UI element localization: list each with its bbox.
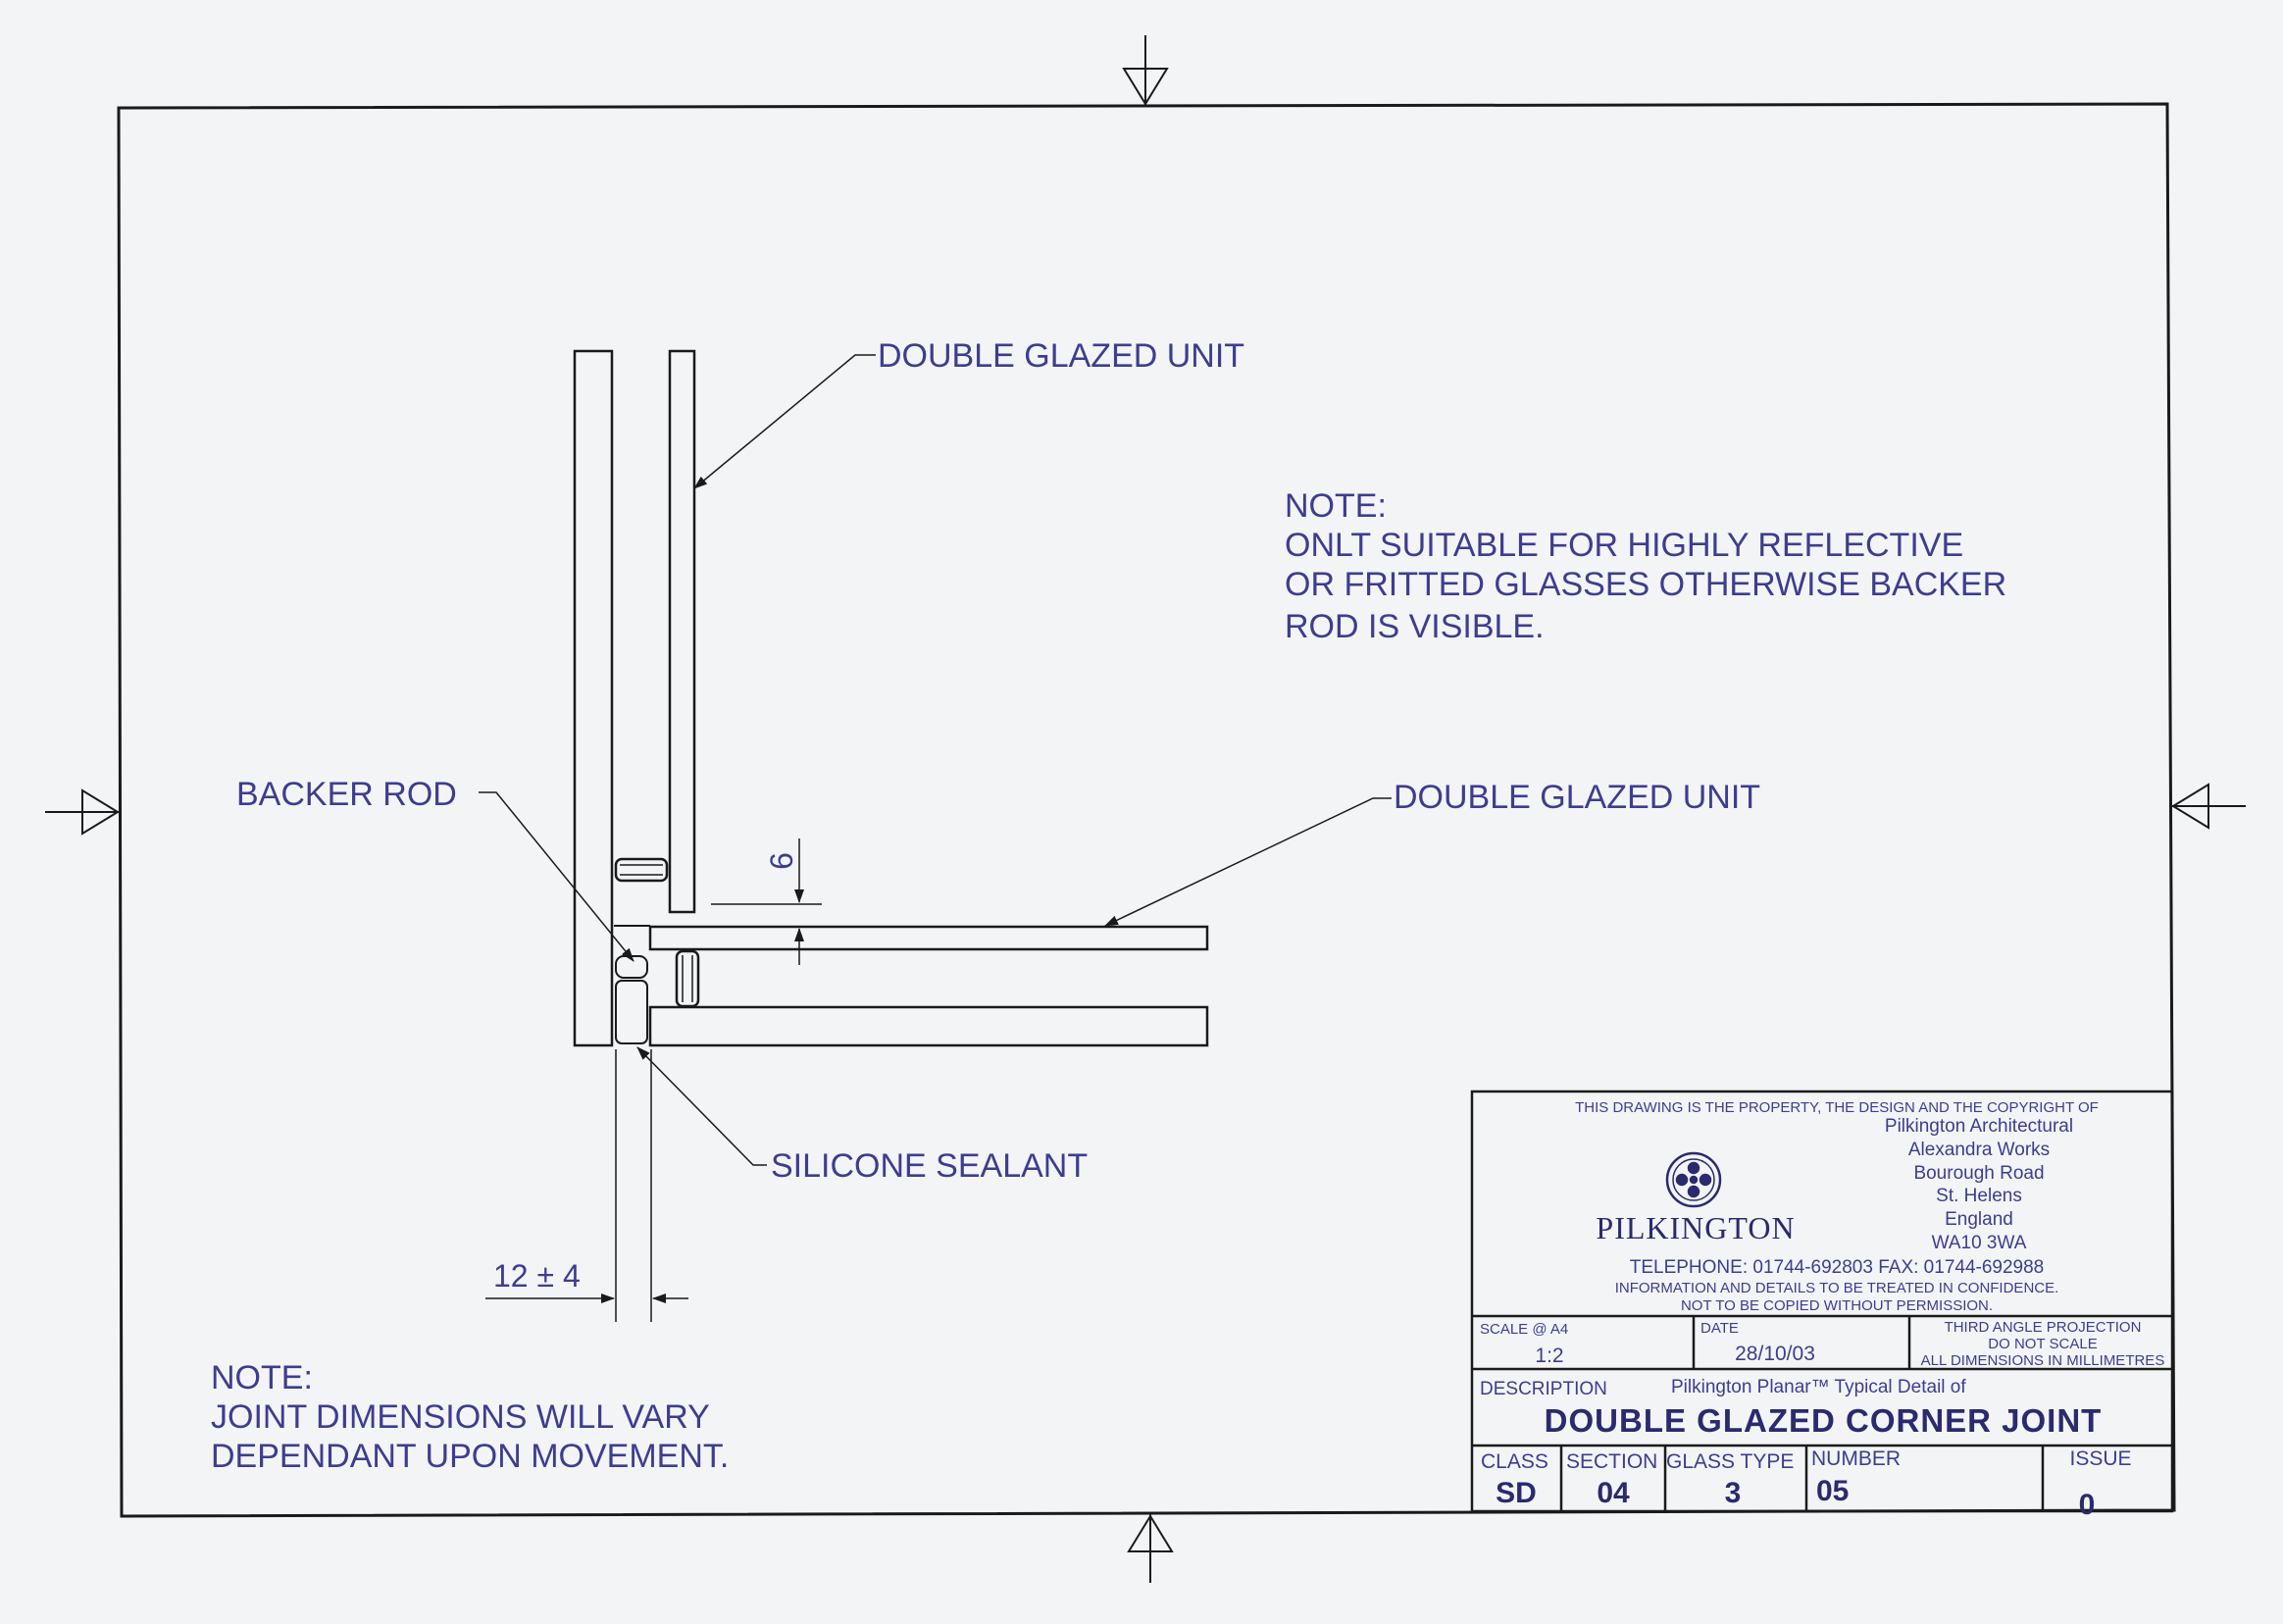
date-value: 28/10/03 [1735, 1343, 1815, 1365]
centering-mark-bottom [1127, 1514, 1174, 1583]
title-block: THIS DRAWING IS THE PROPERTY, THE DESIGN… [1470, 1090, 2174, 1521]
svg-text:CLASS: CLASS [1481, 1450, 1548, 1473]
silicone-sealant [615, 980, 648, 1044]
glass-type-value: 3 [1725, 1477, 1742, 1509]
svg-text:DESCRIPTION: DESCRIPTION [1480, 1379, 1607, 1399]
company-name: PILKINGTON [1596, 1210, 1795, 1245]
company-address: Pilkington Architectural Alexandra Works… [1885, 1116, 2073, 1253]
svg-text:ROD IS VISIBLE.: ROD IS VISIBLE. [1285, 608, 1545, 645]
vertical-inner-pane [668, 349, 696, 914]
svg-text:SECTION: SECTION [1566, 1450, 1657, 1473]
label-dgu-top: DOUBLE GLAZED UNIT [878, 337, 1244, 375]
svg-text:OR FRITTED GLASSES OTHERWISE B: OR FRITTED GLASSES OTHERWISE BACKER [1285, 566, 2006, 603]
svg-text:INFORMATION AND DETAILS TO BE: INFORMATION AND DETAILS TO BE TREATED IN… [1615, 1280, 2059, 1296]
section-value: 04 [1597, 1477, 1630, 1509]
svg-text:JOINT DIMENSIONS WILL VARY: JOINT DIMENSIONS WILL VARY [211, 1398, 710, 1436]
class-value: SD [1496, 1477, 1537, 1509]
horizontal-inner-pane [648, 1005, 1209, 1047]
svg-text:NOTE:: NOTE: [211, 1359, 313, 1396]
vertical-glazed-unit [573, 349, 696, 1047]
phone-fax: TELEPHONE: 01744-692803 FAX: 01744-69298… [1630, 1257, 2045, 1278]
scale-value: 1:2 [1535, 1345, 1563, 1367]
note-left: NOTE: JOINT DIMENSIONS WILL VARY DEPENDA… [211, 1359, 729, 1475]
issue-value: 0 [2079, 1489, 2096, 1521]
svg-text:Bourough Road: Bourough Road [1913, 1163, 2044, 1184]
svg-text:ONLT SUITABLE FOR HIGHLY REFLE: ONLT SUITABLE FOR HIGHLY REFLECTIVE [1285, 527, 1963, 564]
label-backer-rod: BACKER ROD [236, 776, 457, 813]
svg-text:THIS DRAWING IS THE PROPERTY,: THIS DRAWING IS THE PROPERTY, THE DESIGN… [1575, 1099, 2099, 1116]
svg-text:THIRD ANGLE PROJECTION: THIRD ANGLE PROJECTION [1945, 1319, 2142, 1336]
svg-text:England: England [1945, 1209, 2013, 1230]
svg-text:GLASS TYPE: GLASS TYPE [1666, 1450, 1794, 1473]
note-right: NOTE: ONLT SUITABLE FOR HIGHLY REFLECTIV… [1285, 487, 2006, 645]
dimension-6-label: 6 [764, 852, 799, 870]
label-dgu-side: DOUBLE GLAZED UNIT [1394, 779, 1760, 816]
svg-text:DO NOT SCALE: DO NOT SCALE [1988, 1336, 2097, 1352]
dimension-12-label: 12 ± 4 [493, 1258, 581, 1294]
svg-text:DEPENDANT UPON MOVEMENT.: DEPENDANT UPON MOVEMENT. [211, 1438, 729, 1475]
svg-text:NOT TO BE COPIED WITHOUT PERMI: NOT TO BE COPIED WITHOUT PERMISSION. [1681, 1297, 1993, 1314]
dimension-12 [485, 1049, 688, 1322]
svg-text:ISSUE: ISSUE [2069, 1447, 2131, 1470]
svg-text:St. Helens: St. Helens [1936, 1186, 2022, 1206]
number-value: 05 [1816, 1475, 1849, 1507]
horizontal-glazed-unit [648, 925, 1209, 1047]
svg-text:Pilkington Planar™ Typical Det: Pilkington Planar™ Typical Detail of [1671, 1377, 1966, 1397]
leader-lines [479, 354, 1392, 1166]
centering-mark-left [45, 788, 120, 836]
dimension-6 [711, 838, 824, 965]
svg-text:Alexandra Works: Alexandra Works [1908, 1140, 2050, 1160]
pilkington-logo-icon [1665, 1151, 1722, 1208]
svg-text:NOTE:: NOTE: [1285, 487, 1387, 525]
svg-text:Pilkington Architectural: Pilkington Architectural [1885, 1116, 2073, 1137]
drawing-title: DOUBLE GLAZED CORNER JOINT [1545, 1402, 2103, 1439]
label-silicone-sealant: SILICONE SEALANT [771, 1147, 1088, 1185]
svg-text:ALL DIMENSIONS IN MILLIMETRES: ALL DIMENSIONS IN MILLIMETRES [1921, 1352, 2165, 1369]
horizontal-spacer [675, 949, 700, 1008]
centering-mark-top [1122, 35, 1169, 106]
centering-mark-right [2171, 783, 2246, 830]
svg-text:WA10 3WA: WA10 3WA [1932, 1233, 2027, 1253]
vertical-outer-pane [573, 349, 614, 1047]
horizontal-outer-pane [648, 925, 1209, 951]
svg-text:SCALE @ A4: SCALE @ A4 [1480, 1321, 1568, 1338]
svg-text:NUMBER: NUMBER [1811, 1447, 1901, 1470]
vertical-spacer [614, 857, 669, 883]
drawing-border [117, 102, 2176, 1518]
svg-text:DATE: DATE [1700, 1320, 1739, 1337]
